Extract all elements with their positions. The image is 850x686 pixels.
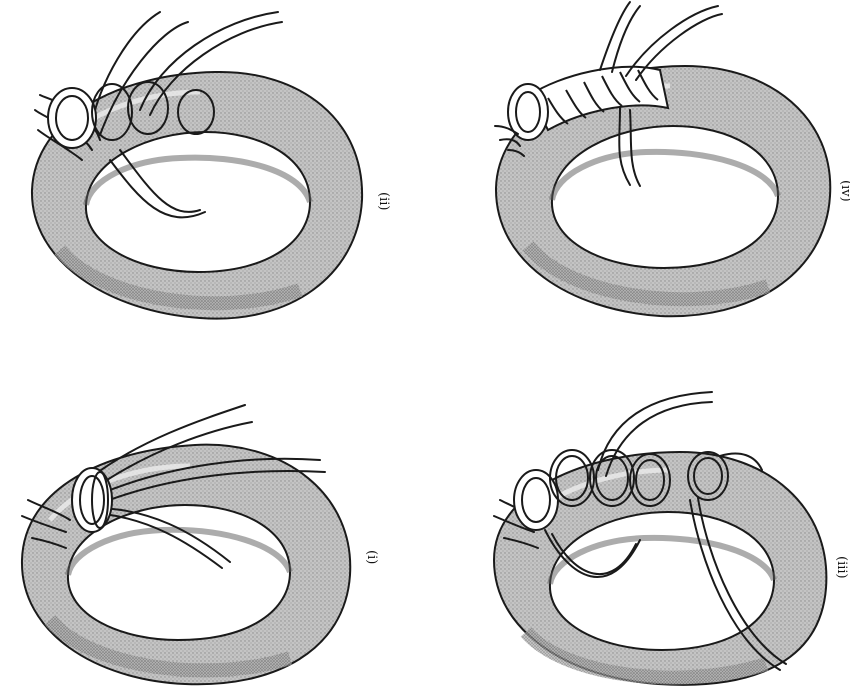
step-label-i: (i) [364, 550, 379, 564]
step-label-iii: (iii) [834, 556, 849, 579]
panel-bottom-right: (iii) [494, 392, 849, 685]
step-label-iv: (iv) [838, 180, 850, 202]
cord-hitches [72, 468, 112, 532]
cord-hitches [514, 470, 558, 530]
panel-top-right: (iv) [495, 2, 850, 316]
panel-bottom-left: (i) [22, 405, 379, 684]
panel-top-left: (ii) [32, 12, 391, 319]
step-label-ii: (ii) [376, 192, 391, 210]
